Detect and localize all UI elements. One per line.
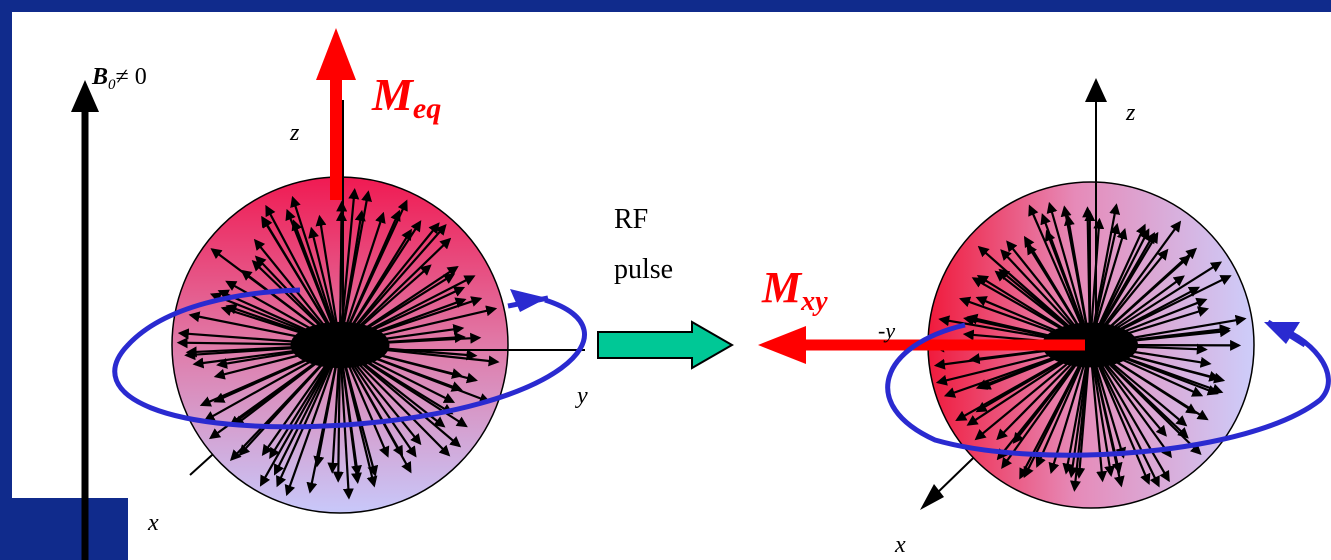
spin-vector [265, 204, 341, 346]
meq-arrow [316, 28, 356, 200]
rf-label-line2: pulse [614, 254, 673, 285]
meq-label: Meq [371, 69, 441, 125]
right-precession-loop [885, 319, 1331, 458]
spin-vector-core [1042, 322, 1138, 368]
spin-vector [339, 199, 408, 346]
spin-vector [1082, 206, 1094, 346]
meq-subscript: eq [413, 92, 441, 125]
rf-pulse-arrow [597, 320, 735, 370]
right-sphere-group [758, 78, 1331, 510]
mxy-arrow [758, 326, 1085, 364]
right-z-label: z [1125, 100, 1136, 126]
spin-vector [1028, 204, 1092, 346]
spin-vector [284, 344, 342, 497]
spin-vector [1089, 344, 1170, 483]
spin-vector [338, 344, 354, 500]
spin-vector [259, 344, 341, 487]
mxy-symbol: M [761, 263, 803, 312]
spin-vector-core [290, 321, 390, 369]
left-precession-loop [112, 287, 587, 430]
spin-vector [290, 195, 342, 346]
spin-vector [1088, 344, 1125, 488]
rf-label-line1: RF [614, 204, 648, 235]
spin-vector [1088, 203, 1121, 346]
b0-condition: ≠ 0 [116, 64, 147, 90]
spin-vector [338, 344, 378, 488]
left-x-label: x [147, 510, 159, 536]
spin-vector [338, 190, 373, 346]
spin-vector [1069, 344, 1092, 492]
spin-vector [1088, 344, 1108, 483]
b0-symbol: B [91, 64, 108, 90]
left-z-label: z [289, 120, 300, 146]
spin-vector [306, 344, 342, 494]
spin-vector [276, 344, 342, 488]
mxy-label: Mxy [761, 263, 828, 317]
meq-symbol: M [371, 69, 415, 120]
right-x-label: x [894, 532, 906, 558]
left-y-label: y [575, 383, 588, 409]
spin-vector [1089, 344, 1160, 488]
spin-vector [1046, 201, 1092, 346]
b0-label: B0≠ 0 [91, 64, 147, 93]
spin-vector [1088, 344, 1151, 486]
b0-subscript: 0 [108, 77, 116, 93]
left-sphere-group [112, 28, 587, 514]
mxy-subscript: xy [800, 286, 828, 317]
right-spin-vectors [933, 201, 1247, 492]
b0-axis [71, 80, 99, 560]
right-neg-y-label: -y [878, 318, 895, 343]
